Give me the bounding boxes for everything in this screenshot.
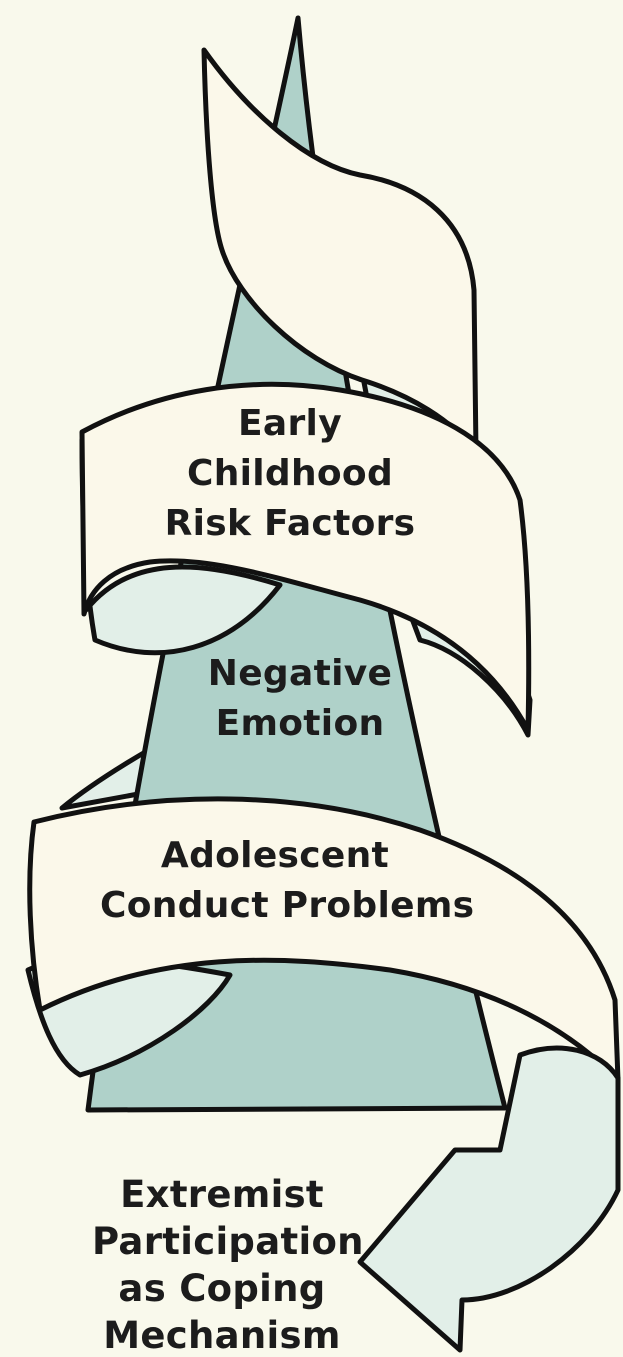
stage-label-negative-emotion: Negative Emotion (170, 656, 430, 742)
outcome-label-line: Participation (92, 1220, 364, 1263)
stage-label-line: Risk Factors (164, 503, 416, 544)
outcome-label-extremist-participation: Extremist Participation as Coping Mechan… (92, 1173, 364, 1357)
ribbon-arrow-tail (357, 1045, 621, 1353)
ribbon-band-upper (79, 381, 532, 733)
outcome-label-line: as Coping (118, 1267, 326, 1310)
stage-label-line: Adolescent (160, 835, 390, 876)
stage-label-line: Conduct Problems (100, 885, 475, 926)
ribbon-top-flap (201, 47, 479, 455)
stage-label-line: Emotion (215, 703, 385, 744)
stage-label-line: Negative (207, 653, 393, 694)
outcome-label-line: Mechanism (103, 1314, 341, 1357)
ribbon-band-lower (27, 796, 621, 1083)
stage-label-line: Childhood (186, 453, 394, 494)
outcome-label-line: Extremist (120, 1173, 324, 1216)
stage-label-line: Early (238, 403, 342, 444)
stage-label-adolescent-conduct: Adolescent Conduct Problems (100, 835, 475, 926)
stage-label-early-childhood: Early Childhood Risk Factors (150, 406, 430, 542)
